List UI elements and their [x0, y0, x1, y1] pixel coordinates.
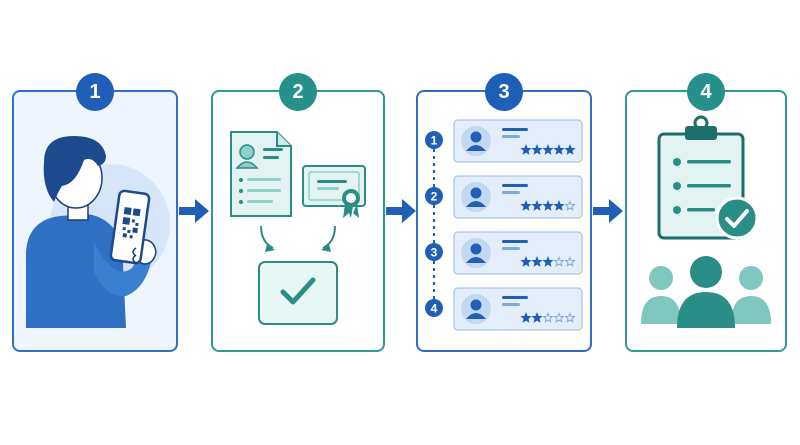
star-filled-icon	[542, 144, 554, 155]
star-filled-icon	[520, 200, 532, 211]
star-filled-icon	[553, 200, 565, 211]
certificate-icon	[302, 165, 366, 218]
team-group-icon	[641, 256, 771, 328]
star-filled-icon	[531, 256, 543, 267]
ranked-row: 1	[425, 119, 583, 163]
ranked-row: 4	[425, 287, 583, 331]
person-scanning-qr-icon	[26, 136, 170, 328]
rank-index-badge	[425, 243, 443, 261]
step-3-panel: 3 1 2 3 4	[416, 73, 592, 352]
step-2-badge: 2	[279, 73, 317, 111]
ranked-row: 2	[425, 175, 583, 219]
profile-avatar-icon	[461, 182, 491, 212]
star-filled-icon	[531, 200, 543, 211]
rank-index-label: 3	[431, 246, 438, 260]
star-empty-icon	[553, 312, 565, 323]
rank-index-badge	[425, 187, 443, 205]
star-filled-icon	[542, 200, 554, 211]
check-circle-icon	[715, 196, 759, 240]
id-document-icon	[230, 131, 292, 217]
arrow-right-icon	[593, 199, 623, 223]
check-box-icon	[258, 261, 338, 325]
star-empty-icon	[553, 256, 565, 267]
arrow-right-icon	[179, 199, 209, 223]
arrow-right-icon	[386, 199, 416, 223]
star-filled-icon	[520, 256, 532, 267]
star-filled-icon	[564, 144, 576, 155]
rank-index-label: 2	[431, 190, 438, 204]
ranked-row: 3	[425, 231, 583, 275]
step-4-panel: 4	[625, 73, 787, 352]
star-empty-icon	[542, 312, 554, 323]
step-1-badge: 1	[76, 73, 114, 111]
star-filled-icon	[520, 312, 532, 323]
profile-avatar-icon	[461, 238, 491, 268]
star-empty-icon	[564, 312, 576, 323]
rank-index-label: 1	[431, 134, 438, 148]
step-1-panel: 1	[12, 73, 178, 352]
rank-index-label: 4	[431, 302, 438, 316]
rank-index-badge	[425, 299, 443, 317]
step-3-badge: 3	[485, 73, 523, 111]
star-filled-icon	[542, 256, 554, 267]
star-filled-icon	[531, 312, 543, 323]
profile-avatar-icon	[461, 126, 491, 156]
qr-code-icon	[118, 204, 142, 244]
star-filled-icon	[520, 144, 532, 155]
ranked-list: 1 2 3 4	[425, 119, 583, 331]
rank-index-badge	[425, 131, 443, 149]
step-4-badge: 4	[687, 73, 725, 111]
star-empty-icon	[564, 256, 576, 267]
step-2-panel: 2	[211, 73, 385, 352]
star-filled-icon	[531, 144, 543, 155]
star-filled-icon	[553, 144, 565, 155]
star-empty-icon	[564, 200, 576, 211]
profile-avatar-icon	[461, 294, 491, 324]
